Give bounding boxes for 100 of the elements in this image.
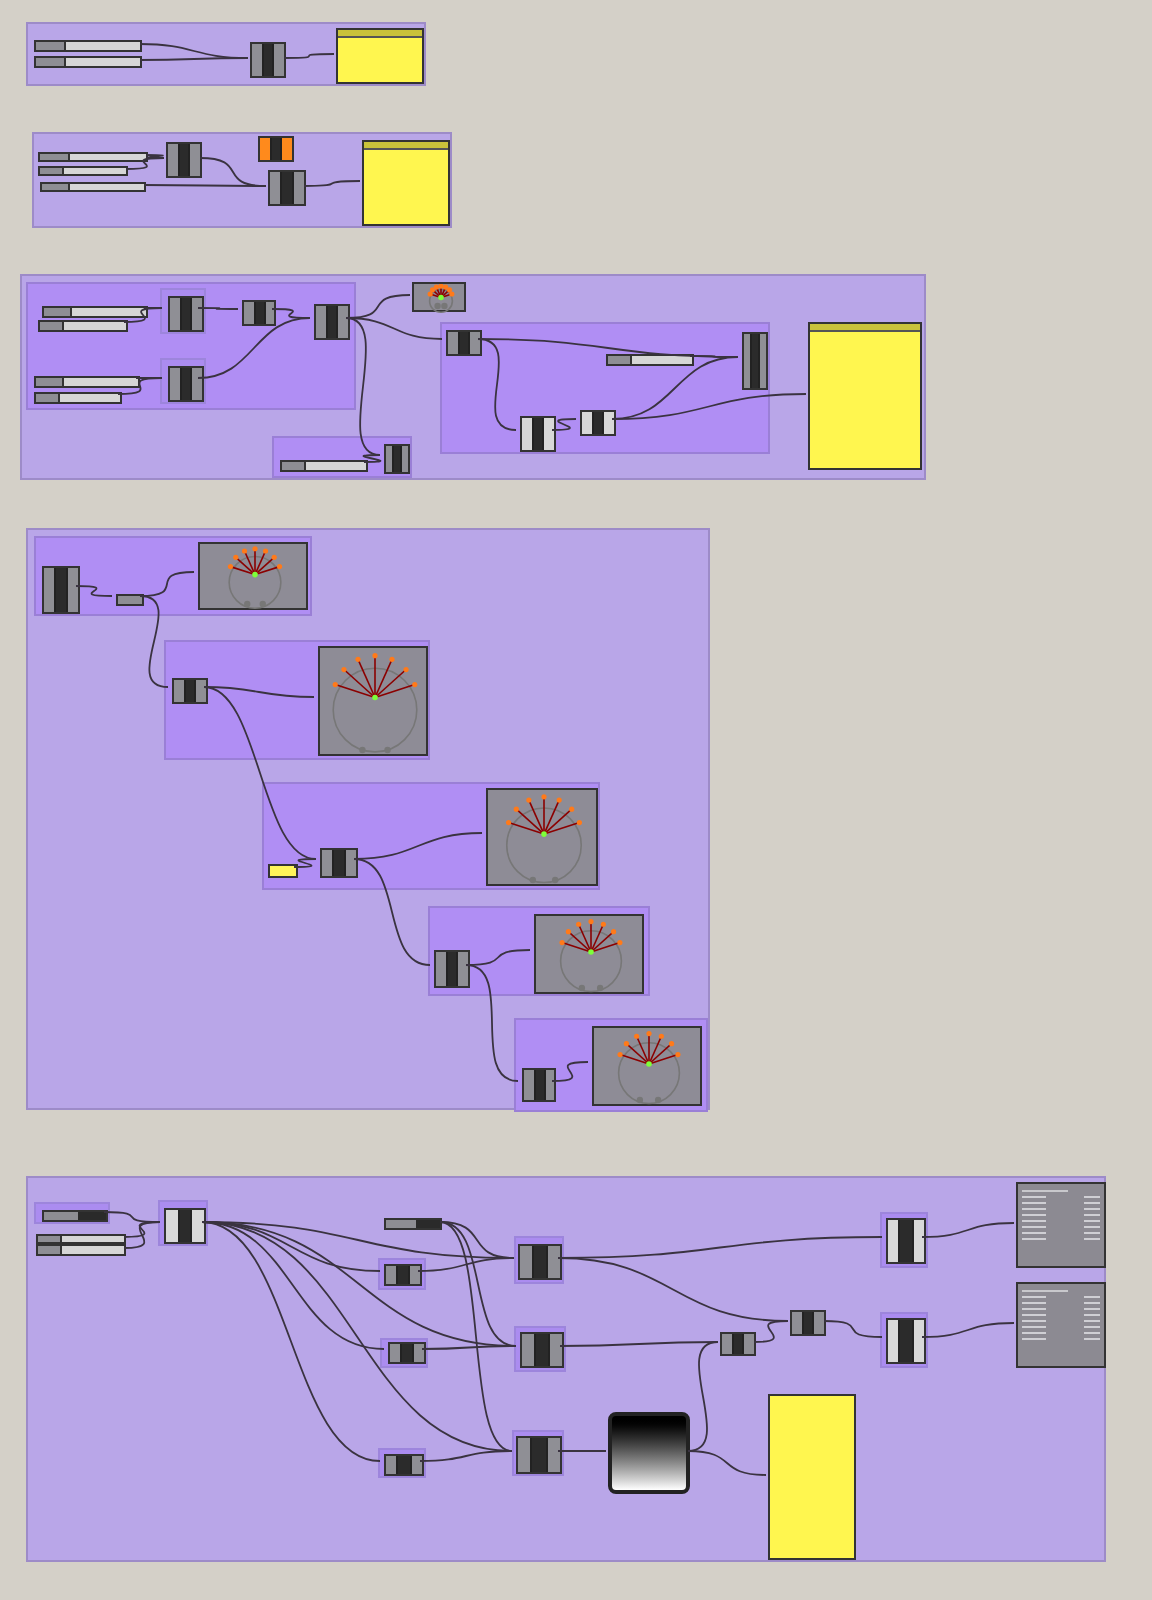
- group-frame: [160, 288, 206, 334]
- gradient-swatch: [608, 1412, 690, 1494]
- component-block: [268, 170, 306, 206]
- component-block: [164, 1208, 206, 1244]
- group-frame: [26, 528, 710, 1110]
- component-block: [314, 304, 350, 340]
- group-frame: [378, 1258, 426, 1290]
- wire: [551, 1061, 589, 1082]
- input-bar: [42, 1210, 108, 1222]
- wire: [687, 1450, 767, 1476]
- group-frame: [26, 22, 426, 86]
- wire: [139, 57, 249, 61]
- input-bar: [384, 1218, 442, 1230]
- component-block: [172, 678, 208, 704]
- group-frame: [34, 1202, 110, 1224]
- group-frame: [262, 782, 600, 890]
- number-slider: [34, 40, 142, 52]
- number-slider: [34, 376, 140, 388]
- component-block: [166, 142, 202, 178]
- wire: [921, 1322, 1015, 1338]
- wire: [345, 317, 381, 456]
- wire: [362, 454, 382, 463]
- preview-drawing: [534, 914, 644, 994]
- component-block: [580, 410, 616, 436]
- component-block: [250, 42, 286, 78]
- component-block: [168, 366, 204, 402]
- wire: [123, 1221, 161, 1249]
- preview-drawing: [198, 542, 308, 610]
- number-slider: [36, 1244, 126, 1256]
- number-slider: [34, 392, 122, 404]
- group-frame: [164, 640, 430, 760]
- number-slider: [280, 460, 368, 472]
- group-frame: [34, 536, 312, 616]
- group-frame: [26, 282, 356, 410]
- wire: [283, 53, 335, 59]
- group-frame: [20, 274, 926, 480]
- component-block: [384, 1264, 422, 1286]
- wire: [439, 1221, 513, 1452]
- wire: [353, 858, 431, 966]
- wire: [145, 154, 165, 159]
- wire: [353, 832, 483, 860]
- wire: [75, 585, 113, 597]
- number-slider: [606, 354, 694, 366]
- component-block: [388, 1342, 426, 1364]
- wire: [557, 1450, 607, 1452]
- preview-drawing: [412, 282, 466, 312]
- preview-drawing: [592, 1026, 702, 1106]
- component-block: [42, 566, 80, 614]
- wire: [551, 418, 577, 431]
- group-frame: [158, 1200, 208, 1246]
- component-block: [720, 1332, 756, 1356]
- wire: [197, 317, 311, 379]
- number-slider: [40, 182, 146, 192]
- preview-drawing: [318, 646, 428, 756]
- wire: [139, 595, 169, 688]
- wire: [557, 1236, 883, 1259]
- wire: [465, 964, 519, 1082]
- component-block: [742, 332, 768, 390]
- group-frame: [514, 1236, 564, 1284]
- group-frame: [514, 1018, 708, 1112]
- wire: [293, 858, 317, 868]
- wire: [303, 180, 361, 187]
- wire: [417, 1257, 515, 1272]
- group-frame: [428, 906, 650, 996]
- wire: [345, 317, 443, 340]
- component-block: [446, 330, 482, 356]
- component-block: [518, 1244, 562, 1280]
- wire: [559, 1341, 719, 1347]
- wire: [921, 1222, 1015, 1238]
- wire: [465, 949, 531, 966]
- wire: [203, 686, 315, 698]
- component-block: [384, 1454, 424, 1476]
- wire: [117, 377, 163, 395]
- note-panel: [336, 28, 424, 84]
- group-frame: [378, 1448, 426, 1478]
- component-block: [242, 300, 276, 326]
- data-panel: [1016, 1182, 1106, 1268]
- group-frame: [272, 436, 412, 478]
- wire: [611, 393, 807, 420]
- note-panel: [768, 1394, 856, 1560]
- note-panel: [362, 140, 450, 226]
- wire: [197, 307, 239, 310]
- wire: [421, 1345, 517, 1350]
- group-frame: [440, 322, 770, 454]
- group-frame: [32, 132, 452, 228]
- preview-drawing: [486, 788, 598, 886]
- wire: [477, 338, 517, 431]
- component-block: [258, 136, 294, 162]
- number-slider: [38, 320, 128, 332]
- data-panel: [1016, 1282, 1106, 1368]
- wire: [123, 307, 163, 323]
- component-block: [384, 444, 410, 474]
- note-panel: [808, 322, 922, 470]
- wire: [687, 1341, 719, 1452]
- value-chip: [268, 864, 298, 878]
- wire: [203, 686, 317, 860]
- component-block: [520, 416, 556, 452]
- wire: [823, 1320, 883, 1338]
- wire: [139, 571, 195, 597]
- number-slider: [42, 306, 148, 318]
